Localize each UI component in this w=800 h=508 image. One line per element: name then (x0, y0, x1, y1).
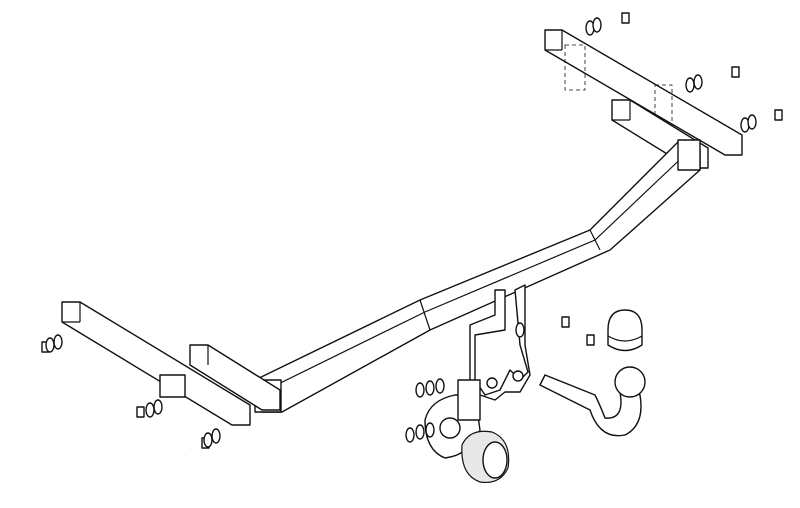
bolt-shank (529, 321, 566, 336)
washer (747, 114, 757, 130)
washer (211, 428, 221, 444)
washer (53, 334, 63, 350)
washer (592, 17, 602, 33)
washer (435, 378, 445, 394)
hardware-group (19, 12, 783, 456)
washer (515, 322, 525, 338)
tow-ball-neck (539, 366, 646, 437)
left-inner-bracket (189, 344, 281, 411)
bolt-head (561, 316, 570, 328)
washer (153, 399, 163, 415)
bolt-shank (19, 346, 46, 361)
washer (415, 424, 425, 440)
washer (425, 380, 435, 396)
bolt-shank (709, 71, 736, 81)
washer (203, 432, 213, 448)
tow-ball-cap (607, 309, 643, 352)
bolt-head (621, 12, 630, 24)
bolt-head (136, 406, 145, 418)
right-upper-bracket (544, 29, 743, 156)
bolt-head (774, 109, 783, 121)
washer (405, 427, 415, 443)
washer (425, 422, 435, 438)
bolt-head (731, 66, 740, 78)
socket-plate (424, 379, 481, 459)
washer (415, 382, 425, 398)
washer (145, 402, 155, 418)
washer (45, 337, 55, 353)
bolt-shank (554, 339, 591, 353)
washer (685, 77, 695, 93)
washer (693, 74, 703, 90)
electrical-socket (461, 430, 510, 484)
left-outer-bracket (61, 301, 251, 426)
bolt-head (586, 334, 595, 346)
bolt-shank (114, 411, 141, 426)
